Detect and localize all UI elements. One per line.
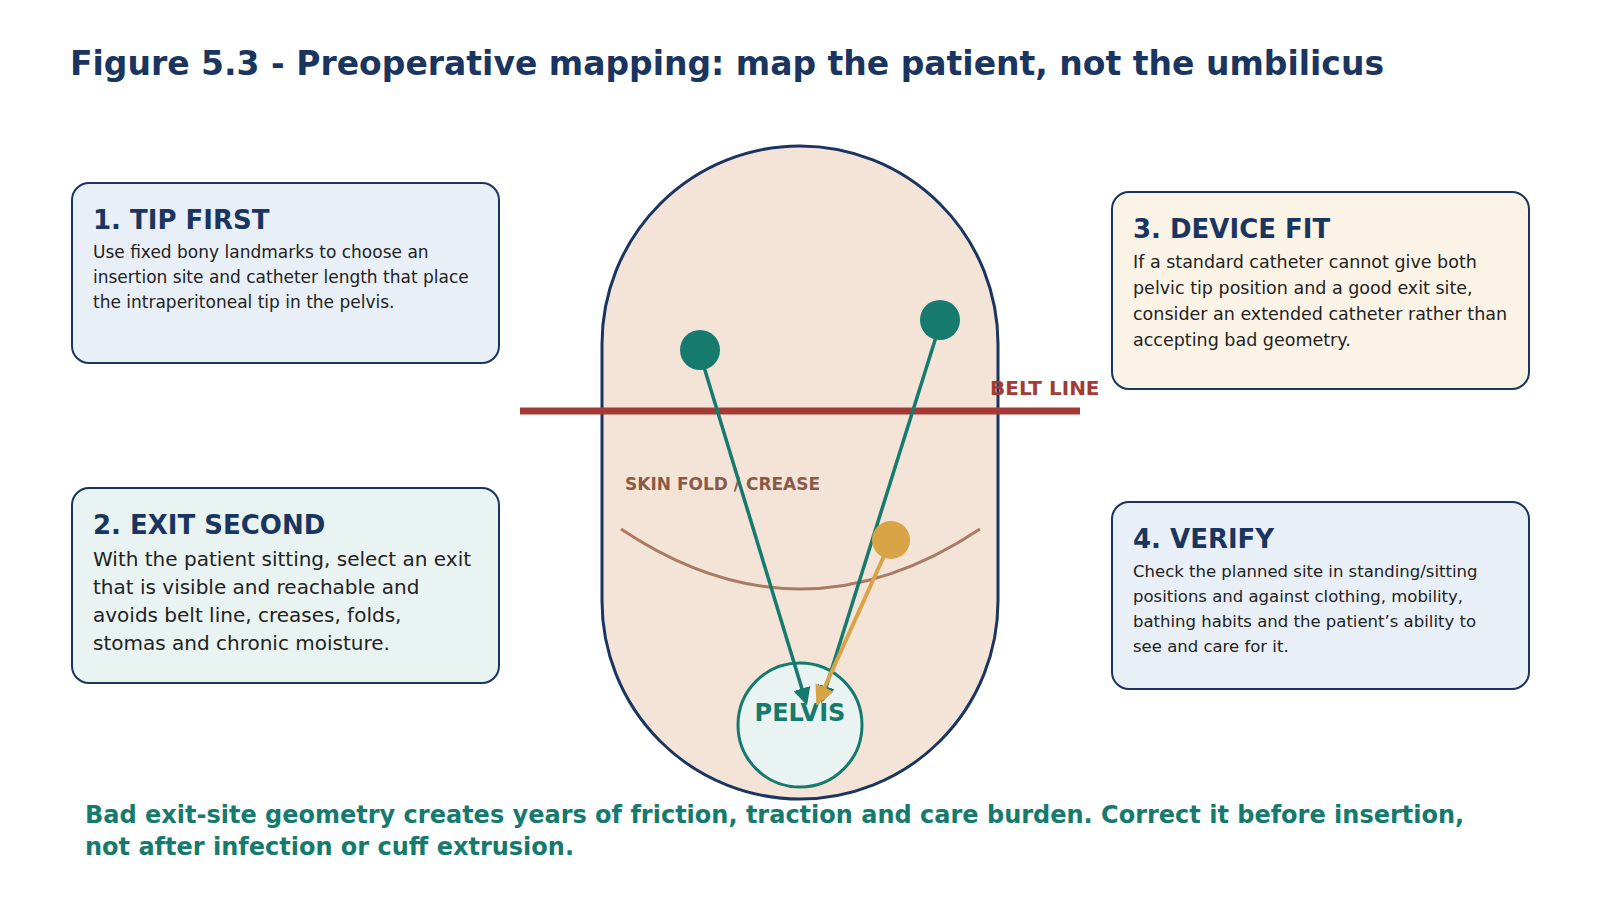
catheter-path [822,337,936,700]
box-heading: 4. VERIFY [1133,523,1508,555]
box-body: Check the planned site in standing/sitti… [1133,559,1508,659]
insertion-site [920,300,960,340]
torso-outline [602,146,998,799]
box-heading: 1. TIP FIRST [93,204,478,236]
step-box: 1. TIP FIRST Use fixed bony landmarks to … [71,182,500,364]
figure-title: Figure 5.3 - Preoperative mapping: map t… [70,44,1570,83]
pelvis-circle: PELVIS [736,661,864,789]
box-heading: 3. DEVICE FIT [1133,213,1508,245]
insertion-site [680,330,720,370]
skin-crease [621,529,980,589]
step-box: 3. DEVICE FIT If a standard catheter cann… [1111,191,1530,390]
figure-caption: Bad exit-site geometry creates years of … [85,799,1485,863]
node-label: PELVIS [736,699,864,727]
belt-line [520,408,1080,415]
exit-site [872,521,910,559]
box-body: Use fixed bony landmarks to choose an in… [93,240,478,315]
box-body: If a standard catheter cannot give both … [1133,249,1508,353]
step-box: 4. VERIFY Check the planned site in stand… [1111,501,1530,690]
box-heading: 2. EXIT SECOND [93,509,478,541]
box-body: With the patient sitting, select an exit… [93,545,478,657]
circle-shape [738,663,862,787]
catheter-path [818,556,884,702]
circle-outline [736,661,864,789]
belt-line-label: BELT LINE [990,376,1100,400]
catheter-path [704,367,806,702]
step-box: 2. EXIT SECOND With the patient sitting, … [71,487,500,684]
crease-label: SKIN FOLD / CREASE [625,474,820,494]
